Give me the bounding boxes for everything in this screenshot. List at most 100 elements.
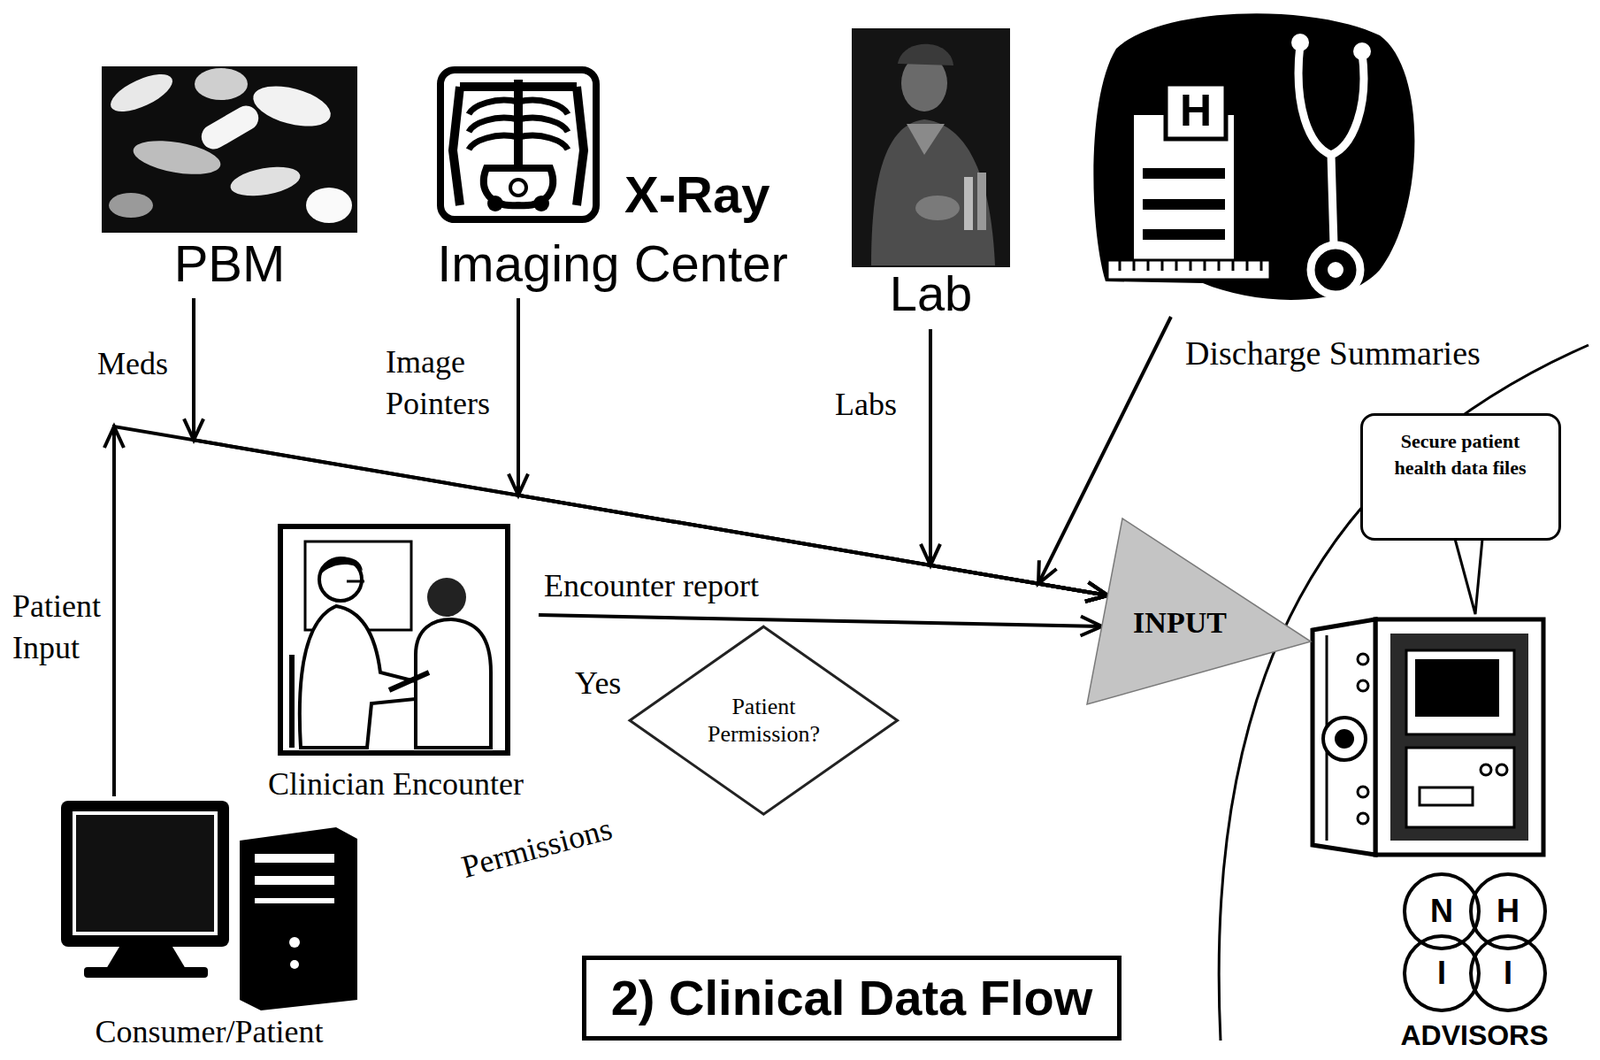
logo-circles: [1404, 935, 1479, 1011]
label-holder: H: [1375, 892, 1600, 929]
logo-letter: H: [1496, 892, 1520, 929]
title-text: 2) Clinical Data Flow: [611, 969, 1094, 1026]
safe-icon: [1312, 619, 1376, 855]
safe-icon: [1390, 633, 1529, 841]
computer-icon: [254, 875, 335, 885]
computer-icon: [289, 936, 300, 948]
edge-label: Patient Input: [12, 588, 101, 666]
flow-connector: [930, 329, 1108, 596]
clinician-picture: [389, 672, 429, 690]
pbm-photo: [306, 187, 353, 223]
xray-icon: [510, 179, 527, 196]
node-text-holder: Discharge Summaries: [1185, 334, 1481, 374]
xray-icon: [459, 82, 577, 92]
node-text: Lab: [889, 265, 973, 322]
label-holder: I: [1309, 954, 1575, 991]
pbm-source: PBM: [101, 66, 358, 299]
label-holder: H: [1063, 88, 1329, 133]
hospital-icon: [1298, 44, 1364, 245]
node-text-holder: Imaging Center: [430, 234, 795, 294]
clinician-picture: [280, 526, 508, 753]
hospital-icon: [1093, 13, 1415, 300]
node-text: Secure patient health data files: [1393, 429, 1526, 479]
pbm-photo: [248, 78, 335, 134]
hospital-icon: [1119, 260, 1262, 271]
computer-icon: [84, 966, 208, 978]
label-holder: ADVISORS: [1341, 1018, 1600, 1052]
node-text-holder: Clinician Encounter: [252, 765, 539, 803]
safe-icon: [1357, 653, 1369, 665]
xray-icon: [487, 195, 504, 212]
hospital-icon: [1165, 84, 1226, 139]
logo-letter: N: [1430, 892, 1454, 929]
flow-connector: [518, 298, 1108, 596]
edge-label-holder: Labs: [834, 386, 897, 423]
callout-bubble: Secure patient health data files: [1360, 413, 1562, 541]
clinician-picture: [299, 605, 416, 748]
merge-arrowhead: [920, 543, 941, 566]
safe-icon: [1375, 619, 1544, 855]
hospital-icon: [1310, 244, 1361, 295]
edge-label: Meds: [97, 345, 169, 382]
xray-icon: [440, 69, 597, 220]
safe-icon: [1312, 619, 1544, 855]
edge-label-holder: Encounter report: [543, 567, 759, 605]
edge-label: Image Pointers: [385, 344, 490, 422]
node-text: Clinician Encounter: [267, 765, 524, 802]
computer-icon: [290, 959, 299, 969]
merge-arrowhead: [1038, 559, 1057, 583]
title-box: 2) Clinical Data Flow: [581, 955, 1123, 1041]
safe-icon: [1357, 812, 1369, 824]
node-text-holder: Lab: [851, 265, 1011, 322]
pbm-photo: [101, 66, 358, 233]
lab-photo: [915, 195, 960, 221]
computer-icon: [239, 826, 358, 1011]
lab-photo: [851, 28, 1011, 268]
xray-icon: [468, 99, 568, 115]
consumer-patient: Consumer/Patient: [61, 796, 358, 1053]
node-text-holder: X-Ray: [624, 165, 770, 225]
hospital-icon: [1142, 199, 1225, 210]
hospital-icon: [1142, 168, 1225, 179]
flow-connector: [538, 614, 1103, 627]
safe-icon: [1406, 747, 1515, 827]
branch-label: Yes: [574, 665, 621, 701]
xray-icon: [513, 79, 523, 170]
computer-icon: [254, 897, 335, 904]
edge-label-holder: Meds: [97, 345, 169, 383]
merge-arrowhead: [183, 418, 204, 440]
lab-photo: [977, 172, 987, 230]
input-triangle: INPUT: [1087, 518, 1311, 705]
xray-icon: [468, 117, 568, 132]
label-holder: I: [1375, 954, 1600, 991]
boundary-arc: [1218, 344, 1589, 1041]
hospital-source: Discharge Summaries: [1091, 5, 1419, 317]
safe-icon: [1357, 786, 1369, 797]
pbm-photo: [197, 100, 264, 154]
logo-circles: [1404, 873, 1546, 1011]
computer-icon: [76, 814, 215, 932]
lab-photo: [871, 119, 996, 266]
edge-label: Encounter report: [543, 567, 759, 604]
safe-icon: [1334, 728, 1355, 749]
xray-icon: [533, 195, 550, 212]
hospital-icon: [1353, 42, 1371, 61]
safe-icon: [1419, 787, 1473, 805]
safe-icon: [1323, 717, 1366, 760]
arrowhead: [1085, 581, 1109, 602]
logo-letter: I: [1437, 954, 1447, 991]
flow-label: Permissions: [458, 810, 616, 885]
lab-photo: [851, 28, 1011, 268]
node-text-holder: INPUT: [1122, 604, 1238, 640]
pbm-photo: [101, 66, 358, 233]
node-text-holder: PBM: [101, 234, 358, 294]
node-text: Discharge Summaries: [1185, 334, 1481, 372]
edge-label-holder: Patient Input: [12, 585, 110, 669]
edge-label-holder: Image Pointers: [385, 341, 510, 425]
safe-icon: [1480, 764, 1492, 775]
pbm-photo: [105, 66, 178, 119]
computer-icon: [106, 946, 186, 969]
safe-icon: [1406, 650, 1515, 735]
merge-arrowhead: [104, 426, 124, 448]
